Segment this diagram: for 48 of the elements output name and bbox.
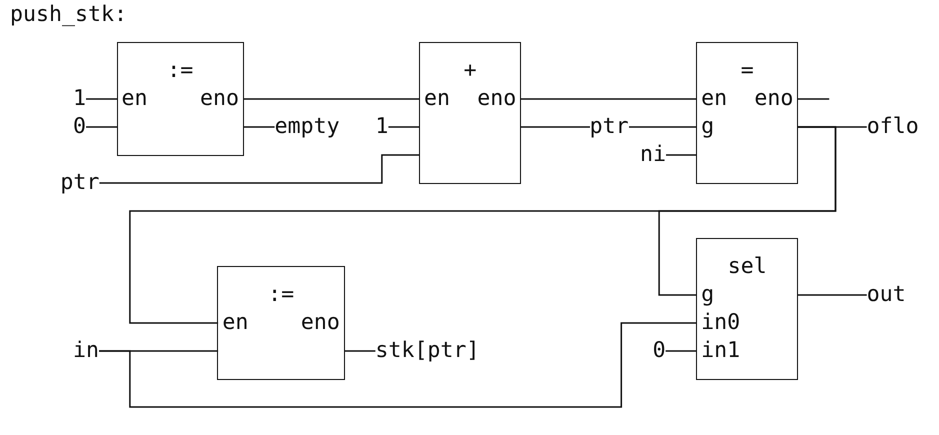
signal-label: 1 [73,85,86,113]
connector-line [243,126,275,128]
signal-label: 0 [652,337,666,365]
connector-line [344,350,376,352]
signal-label: empty [274,113,340,141]
pin-label: g [701,281,714,310]
operator-label: + [462,57,478,86]
pin-label: en [424,85,450,114]
connector-line [520,98,697,100]
signal-label: in [73,337,100,365]
connector-line [798,98,830,100]
operator-label: := [267,281,296,310]
connector-line [666,350,697,352]
signal-label: oflo [866,113,919,141]
operator-label: sel [726,253,768,282]
function-block [418,42,522,184]
pin-label: eno [477,85,516,114]
operator-label: = [740,57,755,86]
pin-label: g [701,113,714,142]
function-block [116,42,244,156]
signal-label: ptr [60,169,100,197]
connector-line [86,126,118,128]
function-block [217,266,345,380]
signal-label: ni [640,141,666,169]
pin-label: in0 [701,309,740,338]
connector-line [798,294,867,296]
pin-label: eno [754,85,794,114]
signal-label: 0 [73,113,86,141]
operator-label: := [166,57,194,86]
pin-label: eno [200,85,240,114]
connector-line [129,126,836,324]
diagram-title: push_stk: [10,1,128,29]
connector-line [243,98,420,100]
pin-label: in1 [701,337,740,366]
pin-label: en [122,85,148,114]
function-block [696,238,798,380]
connector-line [666,154,697,156]
signal-label: 1 [375,113,388,141]
connector-line [99,322,697,408]
signal-label: out [866,281,906,309]
connector-line [86,98,118,100]
signal-label: stk[ptr] [375,337,480,365]
connector-line [388,126,420,128]
pin-label: eno [300,309,340,338]
pin-label: en [701,85,728,114]
connector-line [99,154,420,184]
function-block [696,42,798,184]
pin-label: en [222,309,248,338]
